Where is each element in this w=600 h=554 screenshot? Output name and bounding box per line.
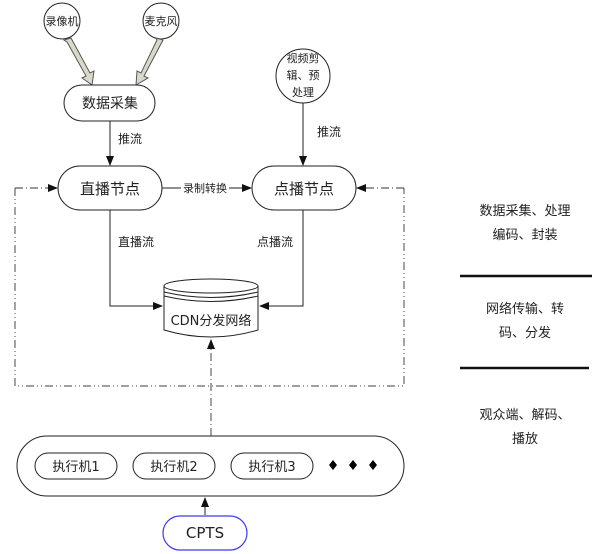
live-stream-label: 直播流	[118, 235, 154, 249]
vod-stream-label: 点播流	[257, 235, 293, 249]
executor-1: 执行机1	[34, 452, 118, 480]
microphone-source: 麦克风	[142, 2, 180, 40]
legend-section-2-line1: 网络传输、转	[485, 302, 564, 317]
record-convert-label: 录制转换	[183, 181, 227, 195]
cpts-node: CPTS	[162, 515, 248, 551]
data-collection-node: 数据采集	[63, 84, 156, 122]
live-node: 直播节点	[57, 165, 163, 211]
push-stream-right-label: 推流	[317, 125, 341, 139]
microphone-label: 麦克风	[145, 15, 178, 28]
executor-3: 执行机3	[230, 452, 314, 480]
vod-node-label: 点播节点	[274, 180, 334, 198]
video-edit-source: 视频剪 辑、预 处理	[275, 48, 331, 104]
vod-stream-arrow	[259, 210, 304, 310]
cpts-label: CPTS	[186, 524, 224, 542]
microphone-to-collection-arrow	[135, 37, 164, 86]
live-stream-arrow	[109, 210, 163, 310]
camera-to-collection-arrow	[62, 37, 95, 86]
legend-section-3: 观众端、解码、 播放	[460, 404, 590, 452]
camera-label: 录像机	[46, 14, 79, 28]
live-node-label: 直播节点	[80, 180, 140, 198]
legend-section-1-line2: 编码、封装	[492, 228, 558, 243]
executor-1-label: 执行机1	[52, 460, 99, 475]
executor-2: 执行机2	[132, 452, 216, 480]
vod-node: 点播节点	[251, 165, 357, 211]
legend-section-3-line1: 观众端、解码、	[479, 408, 571, 423]
executor-3-label: 执行机3	[248, 460, 295, 475]
cdn-label: CDN分发网络	[171, 313, 252, 329]
cdn-network-node: CDN分发网络	[163, 278, 259, 338]
video-edit-line2: 辑、预	[287, 68, 320, 82]
legend-section-1-line1: 数据采集、处理	[479, 204, 571, 219]
camera-source: 录像机	[43, 2, 81, 40]
video-edit-line1: 视频剪	[287, 51, 320, 65]
legend-section-2-line2: 码、分发	[498, 326, 551, 341]
legend-section-1: 数据采集、处理 编码、封装	[460, 200, 590, 248]
data-collection-label: 数据采集	[82, 95, 138, 112]
legend-section-3-line2: 播放	[511, 432, 538, 447]
executor-2-label: 执行机2	[150, 460, 197, 475]
more-executors-icon	[329, 460, 377, 470]
push-stream-left-label: 推流	[118, 132, 142, 146]
video-edit-line3: 处理	[292, 86, 314, 99]
legend-section-2: 网络传输、转 码、分发	[460, 298, 590, 346]
dashed-feedback-loop	[14, 188, 405, 387]
